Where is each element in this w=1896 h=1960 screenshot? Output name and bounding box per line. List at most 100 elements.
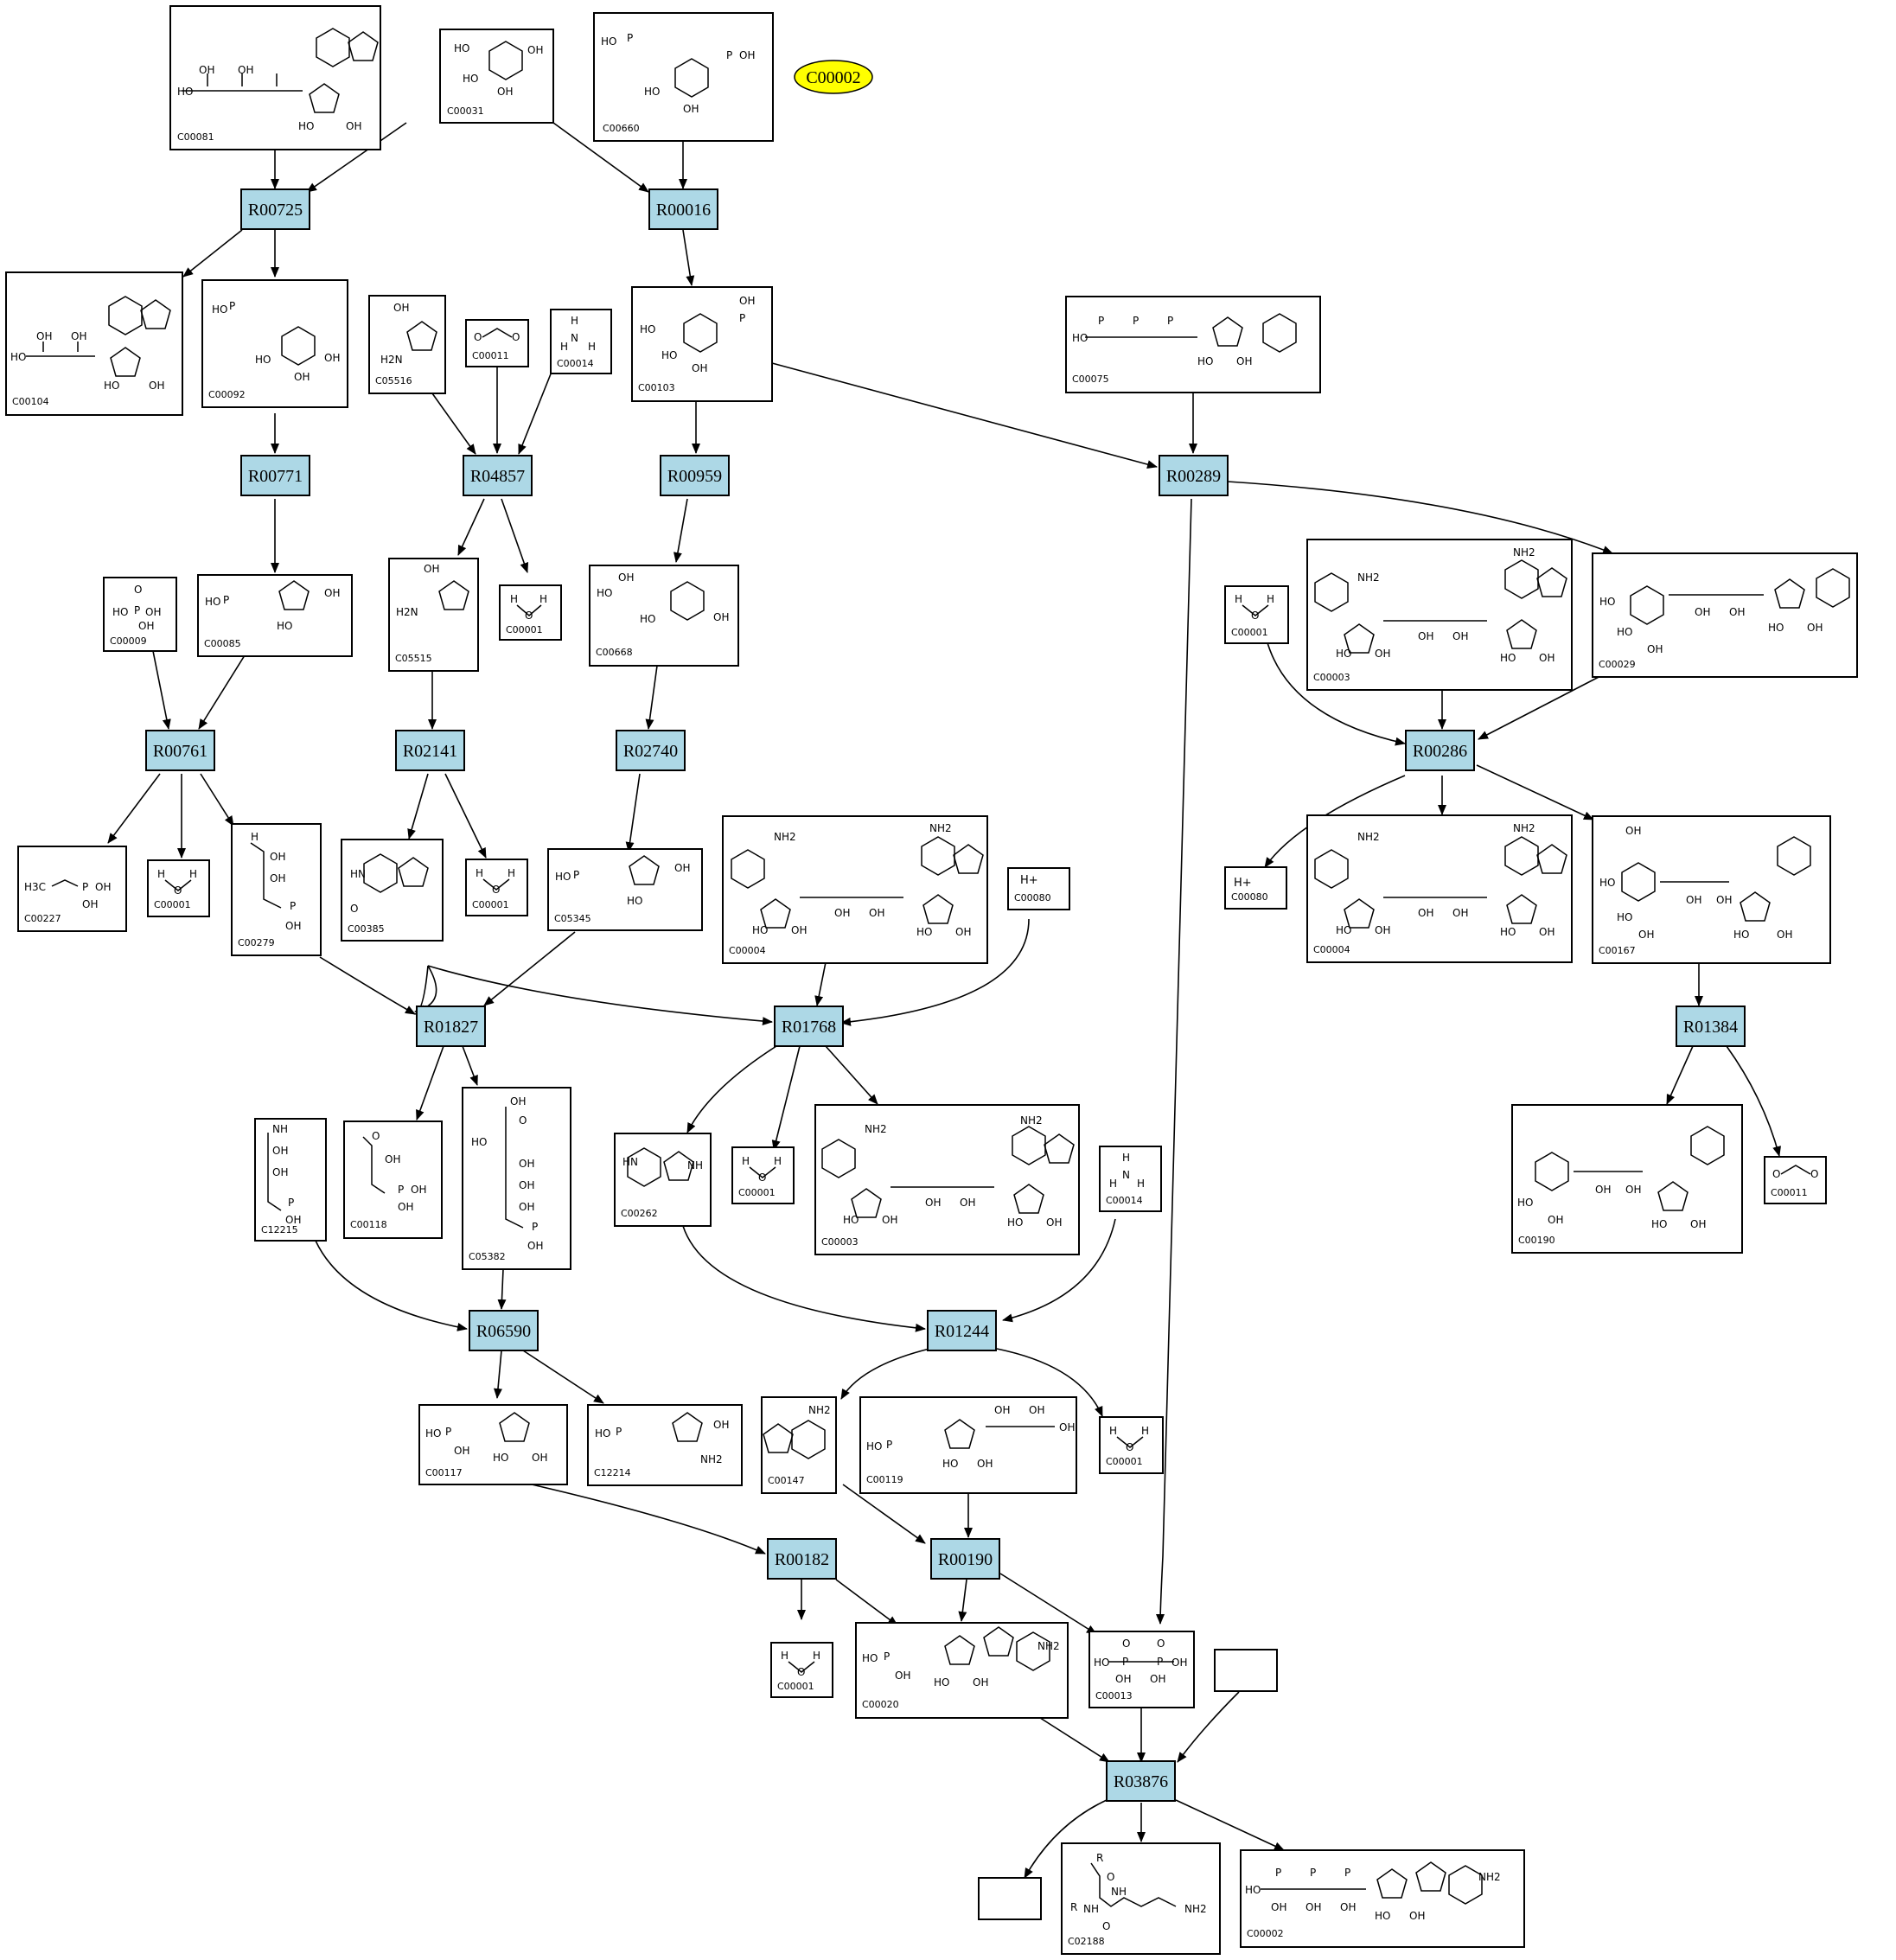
reaction-node[interactable]: R02740 (616, 730, 686, 771)
compound-node[interactable]: HO OH OH OH HO OH C00190 (1511, 1104, 1743, 1254)
compound-node[interactable]: O O C00011 (465, 319, 529, 367)
compound-id: C00014 (557, 358, 594, 369)
atom-label: OH (834, 907, 850, 919)
reaction-node[interactable]: R00771 (240, 455, 310, 496)
compound-node[interactable]: HO OH OH HO OH C00081 (169, 5, 381, 150)
atom-label: HO (1599, 877, 1615, 889)
compound-node[interactable]: H N H H C00014 (1099, 1146, 1162, 1212)
reaction-node[interactable]: R04857 (463, 455, 533, 496)
compound-node[interactable]: NH2 NH2 HO OH OH OH HO OH C00004 (722, 815, 988, 964)
atom-label: OH (527, 1240, 543, 1252)
compound-node[interactable]: H O H C00001 (147, 859, 210, 917)
compound-id: C00227 (24, 913, 61, 924)
atom-label: OH (36, 330, 52, 342)
atom-label: O (474, 331, 482, 343)
atom-label: H (1109, 1178, 1117, 1190)
edge (840, 918, 1030, 1026)
reaction-node[interactable]: R01384 (1676, 1006, 1746, 1047)
compound-node[interactable]: H O H C00001 (731, 1146, 795, 1204)
compound-node[interactable]: H N H H C00014 (550, 309, 612, 374)
edge (835, 1579, 898, 1626)
edge (996, 1348, 1103, 1417)
compound-node[interactable]: NH2 C00147 (761, 1396, 837, 1494)
compound-node-empty[interactable] (978, 1877, 1042, 1920)
edge (444, 773, 487, 859)
compound-node[interactable]: HO P HO OH OH C00092 (201, 279, 348, 408)
compound-node[interactable]: O OH P OH OH C00118 (343, 1120, 443, 1239)
compound-node[interactable]: H O H C00001 (465, 859, 528, 916)
reaction-node[interactable]: R00190 (930, 1538, 1000, 1580)
reaction-node[interactable]: R02141 (395, 730, 465, 771)
reaction-node[interactable]: R01827 (416, 1006, 486, 1047)
compound-node[interactable]: OH H2N C05515 (388, 558, 479, 672)
atom-label: P (229, 300, 235, 312)
compound-node[interactable]: OH O HO OH OH OH P OH C05382 (462, 1087, 571, 1270)
atom-label: H2N (380, 354, 403, 366)
edge (771, 1045, 801, 1151)
reaction-node[interactable]: R00761 (145, 730, 215, 771)
compound-node[interactable]: HO OH HO OH C00031 (439, 29, 554, 124)
compound-node[interactable]: HO P OH HO OH NH2 C00020 (855, 1622, 1069, 1719)
edge (1666, 1045, 1694, 1105)
atom-label: HO (1733, 929, 1749, 941)
highlight-node[interactable]: C00002 (794, 60, 873, 94)
reaction-node[interactable]: R00959 (660, 455, 730, 496)
atom-label: O (1251, 610, 1259, 622)
compound-node[interactable]: HO P OH OH OH HO OH C00119 (859, 1396, 1077, 1494)
atom-label: OH (454, 1445, 469, 1457)
atom-label: OH (1539, 652, 1554, 664)
compound-node-empty[interactable] (1214, 1649, 1278, 1692)
reaction-node[interactable]: R00289 (1159, 455, 1229, 496)
compound-node[interactable]: NH2 NH2 HO OH OH OH HO OH C00004 (1306, 814, 1573, 963)
reaction-label: R01384 (1683, 1018, 1738, 1037)
atom-label: OH (1305, 1901, 1321, 1913)
atom-label: OH (1418, 630, 1433, 642)
compound-node[interactable]: HO P OH HO OH C00117 (418, 1404, 568, 1485)
compound-node[interactable]: H O H C00001 (1099, 1416, 1164, 1474)
reaction-node[interactable]: R03876 (1106, 1760, 1176, 1802)
compound-node[interactable]: O O C00011 (1764, 1156, 1827, 1204)
compound-node[interactable]: HO O P O P OH OH OH C00013 (1088, 1631, 1195, 1708)
compound-node[interactable]: H3C P OH OH C00227 (17, 846, 127, 932)
reaction-node[interactable]: R00016 (648, 188, 718, 230)
compound-node[interactable]: O HO P OH OH C00009 (103, 577, 177, 652)
compound-node[interactable]: OH H2N C05516 (368, 295, 446, 394)
reaction-node[interactable]: R00182 (767, 1538, 837, 1580)
compound-node[interactable]: HO P OH HO C05345 (547, 848, 703, 931)
compound-node[interactable]: NH OH OH P OH C12215 (254, 1118, 327, 1242)
compound-node[interactable]: NH2 NH2 HO OH OH OH HO OH C00003 (814, 1104, 1080, 1255)
compound-node[interactable]: HO P P OH HO OH C00660 (593, 12, 774, 142)
compound-node[interactable]: HO P P P OH OH OH HO OH NH2 C00002 (1240, 1849, 1525, 1948)
atom-label: HO (454, 42, 469, 54)
compound-node[interactable]: H+ C00080 (1007, 867, 1070, 910)
compound-node[interactable]: H O H C00001 (1224, 585, 1289, 644)
compound-id: C00001 (777, 1681, 814, 1692)
compound-node[interactable]: HO OH OH HO OH C00104 (5, 271, 183, 416)
edge (1476, 764, 1594, 820)
reaction-node[interactable]: R01768 (774, 1006, 844, 1047)
compound-node[interactable]: HO P OH NH2 C12214 (587, 1404, 743, 1486)
atom-label: P (616, 1426, 622, 1438)
compound-node[interactable]: H OH OH P OH C00279 (231, 823, 322, 956)
compound-node[interactable]: H O H C00001 (770, 1642, 833, 1698)
compound-node[interactable]: H O H C00001 (499, 584, 562, 641)
compound-node[interactable]: HO OH OH HO OH HO OH C00029 (1592, 552, 1858, 678)
atom-label: H (476, 867, 483, 879)
compound-node[interactable]: NH2 NH2 HO OH OH OH HO OH C00003 (1306, 539, 1573, 691)
atom-label: OH (1150, 1673, 1165, 1685)
compound-node[interactable]: HO P OH HO C00085 (197, 574, 353, 657)
atom-label: HO (916, 926, 932, 938)
compound-node[interactable]: R O NH R NH O NH2 C02188 (1061, 1842, 1221, 1955)
reaction-node[interactable]: R00725 (240, 188, 310, 230)
edge (407, 773, 429, 840)
compound-node[interactable]: HO P P P HO OH C00075 (1065, 296, 1321, 393)
compound-node[interactable]: HN NH C00262 (614, 1133, 712, 1227)
compound-node[interactable]: HN O C00385 (341, 839, 444, 942)
compound-node[interactable]: H+ C00080 (1224, 866, 1287, 910)
reaction-node[interactable]: R06590 (469, 1310, 539, 1351)
reaction-node[interactable]: R00286 (1405, 730, 1475, 771)
compound-node[interactable]: OH HO OH OH HO OH HO OH C00167 (1592, 815, 1831, 964)
reaction-node[interactable]: R01244 (927, 1310, 997, 1351)
compound-node[interactable]: HO OH HO OH C00668 (589, 565, 739, 667)
compound-node[interactable]: HO OH P HO OH C00103 (631, 286, 773, 402)
